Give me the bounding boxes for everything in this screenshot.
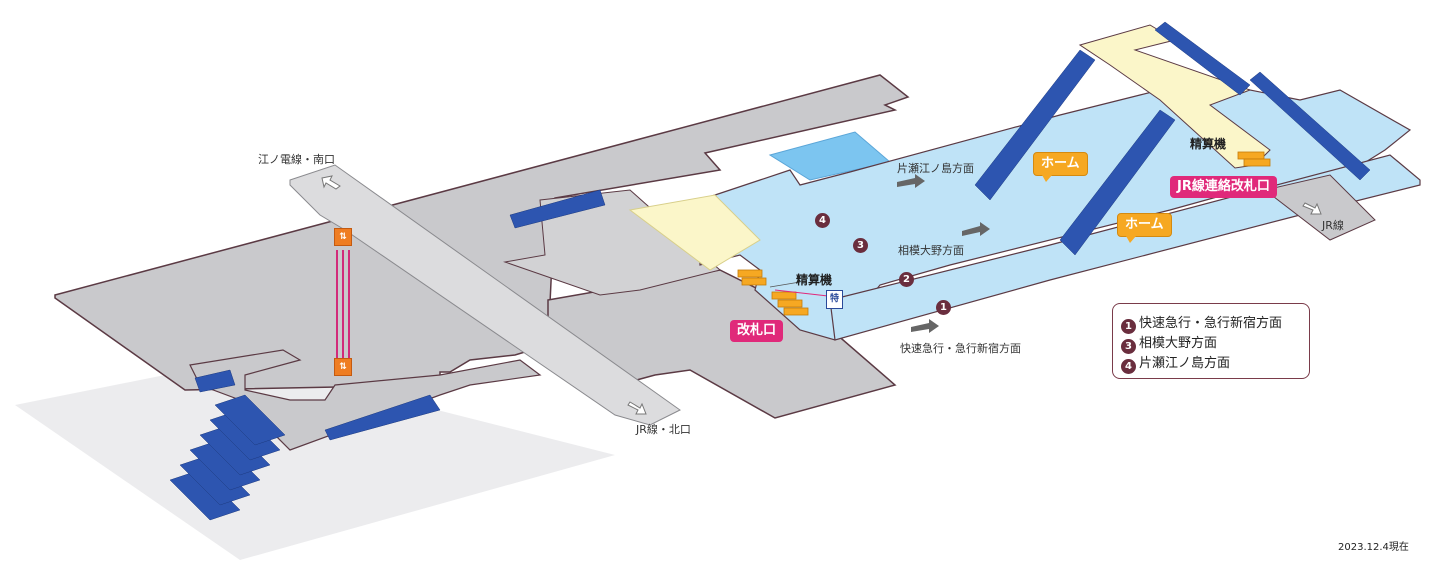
label-direction-katase: 片瀬江ノ島方面 — [897, 162, 974, 175]
arrow-enoden-exit — [321, 175, 341, 190]
direction-arrows — [897, 174, 990, 333]
label-direction-rapid: 快速急行・急行新宿方面 — [900, 342, 1021, 355]
platform-number-4: 4 — [815, 213, 830, 228]
home-tag-lower: ホーム — [1117, 213, 1172, 243]
label-jr-line: JR線 — [1322, 219, 1344, 232]
stairs-small — [194, 21, 1371, 441]
platform-number-3: 3 — [853, 238, 868, 253]
diagonal-corridor — [289, 164, 681, 426]
ticket-gates-jr — [1237, 151, 1271, 167]
label-fare-adjust-main: 精算機 — [796, 273, 833, 287]
exit-arrows — [321, 175, 1322, 415]
home-tag-upper: ホーム — [1033, 152, 1088, 182]
elevator-icon: ⇅ — [334, 228, 352, 246]
paid-area-yellow — [628, 194, 761, 271]
ticket-gates-main — [737, 269, 809, 316]
arrow-sagami — [962, 222, 990, 236]
platform-number-1: 1 — [936, 300, 951, 315]
platform-number-2: 2 — [899, 272, 914, 287]
arrow-jr-exit — [1302, 202, 1322, 215]
front-staircase — [169, 394, 286, 521]
arrow-jr-north-exit — [627, 401, 647, 415]
limited-express-ticket-icon: 特 — [826, 290, 843, 309]
jr-transfer-gate-tag: JR線連絡改札口 — [1170, 176, 1277, 198]
arrow-katase — [897, 174, 925, 188]
label-direction-sagami: 相模大野方面 — [898, 244, 964, 257]
jr-exit-ramp — [1263, 174, 1376, 241]
as-of-date: 2023.12.4現在 — [1338, 542, 1409, 553]
label-jr-north-exit: JR線・北口 — [636, 423, 691, 436]
label-enoden-south-exit: 江ノ電線・南口 — [258, 153, 335, 166]
arrow-rapid — [911, 319, 939, 333]
elevator-icon: ⇅ — [334, 358, 352, 376]
gate-tag: 改札口 — [730, 320, 784, 342]
map-shadow — [15, 360, 615, 560]
label-fare-adjust-jr: 精算機 — [1190, 137, 1227, 151]
